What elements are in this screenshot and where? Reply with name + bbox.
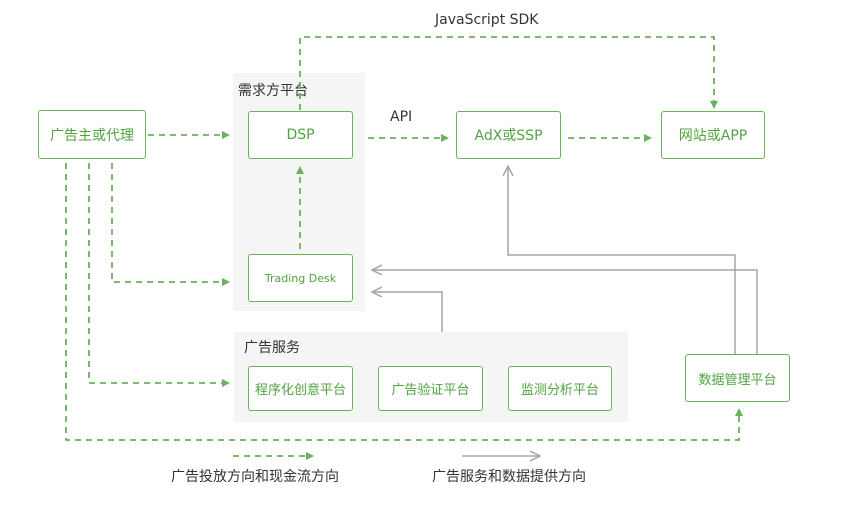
node-adx-ssp: AdX或SSP: [456, 111, 561, 159]
node-ad-verification: 广告验证平台: [378, 366, 483, 411]
edge-js-sdk: [299, 36, 718, 110]
node-programmatic-creative: 程序化创意平台: [248, 366, 353, 411]
node-monitoring-analytics: 监测分析平台: [508, 366, 612, 411]
demand-side-panel-title: 需求方平台: [238, 83, 308, 99]
legend-money-flow-text: 广告投放方向和现金流方向: [171, 469, 339, 485]
edge-dmp-to-adx: [508, 167, 736, 355]
ad-services-panel-title: 广告服务: [244, 340, 300, 356]
edge-advertiser-to-creative: [88, 163, 230, 387]
node-data-management: 数据管理平台: [685, 354, 790, 402]
edge-advertiser-to-trading-desk: [111, 163, 230, 286]
node-trading-desk: Trading Desk: [248, 254, 353, 302]
edge-services-to-trading-desk: [373, 292, 443, 332]
edge-dmp-to-trading-desk: [373, 270, 758, 355]
legend-data-flow-text: 广告服务和数据提供方向: [432, 469, 586, 485]
node-website-app: 网站或APP: [661, 111, 765, 159]
label-api: API: [390, 109, 413, 125]
node-dsp: DSP: [248, 111, 353, 159]
label-javascript-sdk: JavaScript SDK: [435, 12, 539, 28]
node-advertiser: 广告主或代理: [38, 110, 146, 159]
